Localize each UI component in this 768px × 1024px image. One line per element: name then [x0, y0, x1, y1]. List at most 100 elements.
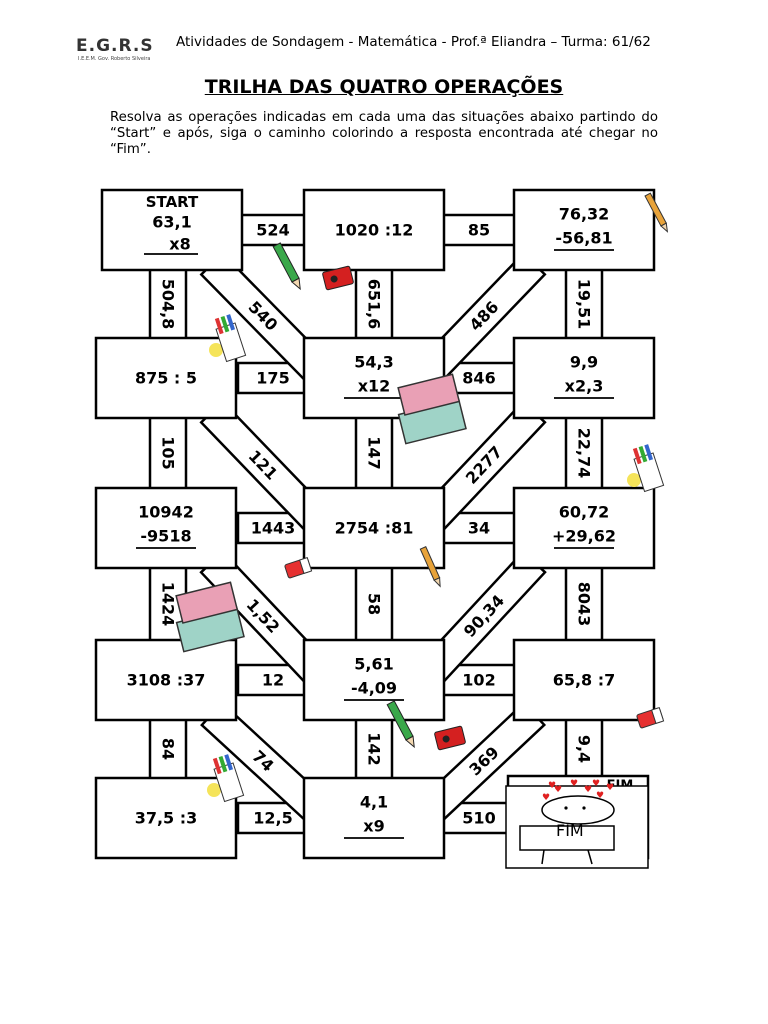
maze-box-b11-line1: 54,3 — [354, 353, 393, 372]
connector-v22: 8043 — [564, 562, 604, 646]
connector-v02-label: 19,51 — [575, 279, 594, 330]
heart-icon: ♥ — [554, 785, 562, 795]
maze-box-b20-line2: -9518 — [140, 527, 191, 546]
fim-banner-label: FIM — [556, 821, 584, 840]
school-logo: E.G.R.S I.E.E.M. Gov. Roberto Silveira — [76, 36, 168, 64]
connector-h00: 524 — [236, 213, 310, 247]
connector-v11-label: 147 — [365, 436, 384, 469]
character-head — [541, 795, 615, 825]
maze-box-b11-line2: x12 — [358, 377, 391, 396]
connector-v10-label: 105 — [159, 436, 178, 469]
maze-box-b12-line2: x2,3 — [565, 377, 604, 396]
character-sign — [519, 825, 615, 851]
maze-box-b02-line1: 76,32 — [559, 205, 610, 224]
maze-box-b02-frame — [512, 188, 656, 272]
eraser-icon — [283, 557, 313, 579]
maze-box-b30-line1: 3108 :37 — [127, 671, 206, 690]
maze-box-b20: 10942 -9518 — [94, 486, 238, 570]
character-leg-right — [587, 849, 593, 865]
maze-box-b00-line1: 63,1 — [152, 213, 191, 232]
heart-icon: ♥ — [542, 793, 550, 803]
heart-icon: ♥ — [596, 791, 604, 801]
maze-box-b41: 4,1x9 — [302, 776, 446, 860]
connector-v01-label: 651,6 — [365, 279, 384, 330]
connector-v21: 58 — [354, 562, 394, 646]
maze-box-b22-frame — [512, 486, 656, 570]
maze-box-b21-line1: 2754 :81 — [335, 519, 414, 538]
connector-v00-label: 504,8 — [159, 279, 178, 330]
connector-h11-label: 846 — [462, 369, 495, 388]
connector-v00: 504,8 — [148, 264, 188, 344]
sharpener-icon — [433, 725, 467, 751]
maze-box-b40: 37,5 :3 — [94, 776, 238, 860]
connector-h21-label: 34 — [468, 519, 490, 538]
connector-h10: 175 — [236, 361, 310, 395]
maze-box-b21: 2754 :81 — [302, 486, 446, 570]
books-icon — [397, 373, 467, 445]
maze-box-b41-line1: 4,1 — [360, 793, 388, 812]
page-header: E.G.R.S I.E.E.M. Gov. Roberto Silveira A… — [76, 34, 676, 70]
heart-icon: ♥ — [548, 781, 556, 791]
connector-v21-label: 58 — [365, 593, 384, 615]
maze-box-b31-frame — [302, 638, 446, 722]
connector-h40-label: 12,5 — [253, 809, 292, 828]
header-info: Atividades de Sondagem - Matemática - Pr… — [176, 34, 651, 50]
logo-text: E.G.R.S — [76, 36, 154, 56]
maze-box-b22: 60,72 +29,62 — [512, 486, 656, 570]
heart-icon: ♥ — [606, 783, 614, 793]
maze-box-b32-frame — [512, 638, 656, 722]
connector-v11: 147 — [354, 412, 394, 494]
connector-v30: 84 — [148, 714, 188, 784]
logo-subtext: I.E.E.M. Gov. Roberto Silveira — [78, 56, 151, 62]
connector-v30-label: 84 — [159, 738, 178, 760]
maze-box-b12-frame — [512, 336, 656, 420]
maze-box-b01-frame — [302, 188, 446, 272]
maze-box-b21-frame — [302, 486, 446, 570]
heart-icon: ♥ — [592, 779, 600, 789]
maze-box-b01: 1020 :12 — [302, 188, 446, 272]
green-pencil-icon — [272, 242, 305, 292]
maze-box-b22-line2: +29,62 — [552, 527, 616, 546]
maze-box-b30: 3108 :37 — [94, 638, 238, 722]
connector-h30-label: 12 — [262, 671, 284, 690]
connector-v22-label: 8043 — [575, 582, 594, 627]
maze-box-b31-line2: -4,09 — [351, 679, 397, 698]
connector-v12-label: 22,74 — [575, 428, 594, 479]
start-label: START — [146, 193, 199, 211]
crayons-icon — [626, 443, 665, 492]
character-eye-left — [564, 806, 568, 810]
connector-v31-label: 142 — [365, 732, 384, 765]
maze-box-b30-frame — [94, 638, 238, 722]
maze-box-b22-line1: 60,72 — [559, 503, 610, 522]
connector-h30: 12 — [236, 663, 310, 697]
connector-h31-label: 102 — [462, 671, 495, 690]
connector-v02: 19,51 — [564, 264, 604, 344]
maze-box-b00: START 63,1 x8 — [100, 188, 244, 272]
instructions: Resolva as operações indicadas em cada u… — [110, 110, 658, 157]
connector-v01: 651,6 — [354, 264, 394, 344]
maze-box-b00-frame — [100, 188, 244, 272]
maze-box-b32-line1: 65,8 :7 — [553, 671, 616, 690]
connector-v32-label: 9,4 — [575, 735, 594, 763]
maze-box-b20-line1: 10942 — [138, 503, 194, 522]
maze-box-b41-frame — [302, 776, 446, 860]
character-eye-right — [582, 806, 586, 810]
connector-h20-label: 1443 — [251, 519, 296, 538]
connector-h01: 85 — [438, 213, 520, 247]
maze-box-b10-line1: 875 : 5 — [135, 369, 197, 388]
maze-box-b12-line1: 9,9 — [570, 353, 598, 372]
connector-v20-label: 1424 — [159, 582, 178, 627]
connector-h00-label: 524 — [256, 221, 289, 240]
maze-diagram: 524 85 175 846 1443 34 12 102 12,5 510 504,8 651,6 1… — [88, 180, 688, 884]
maze-box-b00-line2: x8 — [169, 235, 190, 254]
connector-h41-label: 510 — [462, 809, 495, 828]
character-leg-left — [541, 849, 545, 865]
maze-box-b02: 76,32-56,81 — [512, 188, 656, 272]
connector-h20: 1443 — [236, 511, 310, 545]
heart-icon: ♥ — [570, 779, 578, 789]
maze-box-b32: 65,8 :7 — [512, 638, 656, 722]
connector-v31: 142 — [354, 714, 394, 784]
connector-h40: 12,5 — [236, 801, 310, 835]
connector-h10-label: 175 — [256, 369, 289, 388]
connector-v12: 22,74 — [564, 412, 604, 494]
